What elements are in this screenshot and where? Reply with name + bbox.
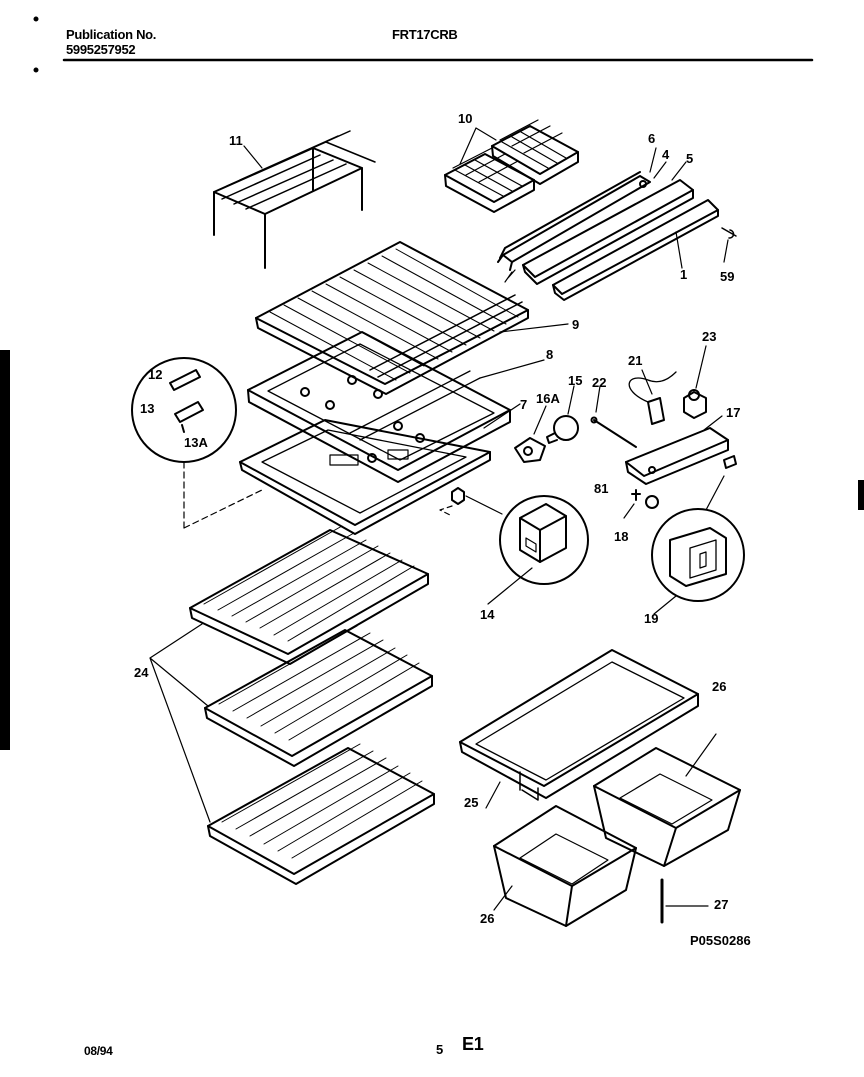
rod-22 <box>593 419 637 448</box>
label-part-25: 25 <box>464 795 479 810</box>
label-part-15: 15 <box>568 373 583 388</box>
light-shield-assembly <box>497 171 737 301</box>
crisper-drawer-lower <box>493 805 637 927</box>
label-part-13a: 13A <box>184 435 208 450</box>
switch-21 <box>628 371 677 425</box>
freezer-shelf-9 <box>255 241 529 395</box>
publication-label: Publication No. <box>66 27 157 42</box>
crisper-cover-25 <box>459 649 699 809</box>
ice-trays-10 <box>444 119 579 213</box>
model-number: FRT17CRB <box>392 27 458 42</box>
label-part-18: 18 <box>614 529 629 544</box>
publication-number: 5995257952 <box>66 42 136 57</box>
label-part-9: 9 <box>572 317 580 332</box>
label-part-26-upper: 26 <box>712 679 727 694</box>
cover-frame-8 <box>247 331 511 483</box>
label-part-24: 24 <box>134 665 149 680</box>
label-part-81: 81 <box>594 481 609 496</box>
right-edge-mark <box>858 480 864 510</box>
label-part-21: 21 <box>628 353 643 368</box>
label-part-17: 17 <box>726 405 741 420</box>
label-part-14: 14 <box>480 607 495 622</box>
label-part-4: 4 <box>662 147 670 162</box>
light-bulb-15 <box>546 415 579 444</box>
thermostat-23 <box>683 389 707 419</box>
footer-section: E1 <box>462 1034 484 1054</box>
footer-page: 5 <box>436 1042 443 1057</box>
label-part-59: 59 <box>720 269 735 284</box>
light-socket-16a <box>514 437 546 463</box>
left-edge-mark <box>0 350 10 750</box>
label-part-1: 1 <box>680 267 688 282</box>
crisper-drawer-upper <box>593 733 741 867</box>
label-part-19: 19 <box>644 611 659 626</box>
label-part-26-lower: 26 <box>480 911 495 926</box>
diagram-code: P05S0286 <box>690 933 751 948</box>
label-part-7: 7 <box>520 397 528 412</box>
control-frame-7 <box>239 419 491 535</box>
label-part-5: 5 <box>686 151 694 166</box>
control-housing-17 <box>625 427 737 485</box>
callout-14 <box>439 487 589 585</box>
label-part-27: 27 <box>714 897 729 912</box>
label-part-12: 12 <box>148 367 163 382</box>
label-part-22: 22 <box>592 375 607 390</box>
glass-shelves-24 <box>149 525 435 885</box>
label-part-11: 11 <box>229 133 243 148</box>
label-part-23: 23 <box>702 329 717 344</box>
callout-12-13 <box>131 357 263 529</box>
washer-18 <box>645 495 659 509</box>
wire-rack-11 <box>213 130 376 269</box>
label-part-8: 8 <box>546 347 554 362</box>
label-part-16a: 16A <box>536 391 560 406</box>
label-part-13: 13 <box>140 401 155 416</box>
label-part-10: 10 <box>458 111 473 126</box>
screw-81 <box>631 489 641 501</box>
label-part-6: 6 <box>648 131 656 146</box>
footer-date: 08/94 <box>84 1044 113 1058</box>
callout-19 <box>651 475 745 602</box>
